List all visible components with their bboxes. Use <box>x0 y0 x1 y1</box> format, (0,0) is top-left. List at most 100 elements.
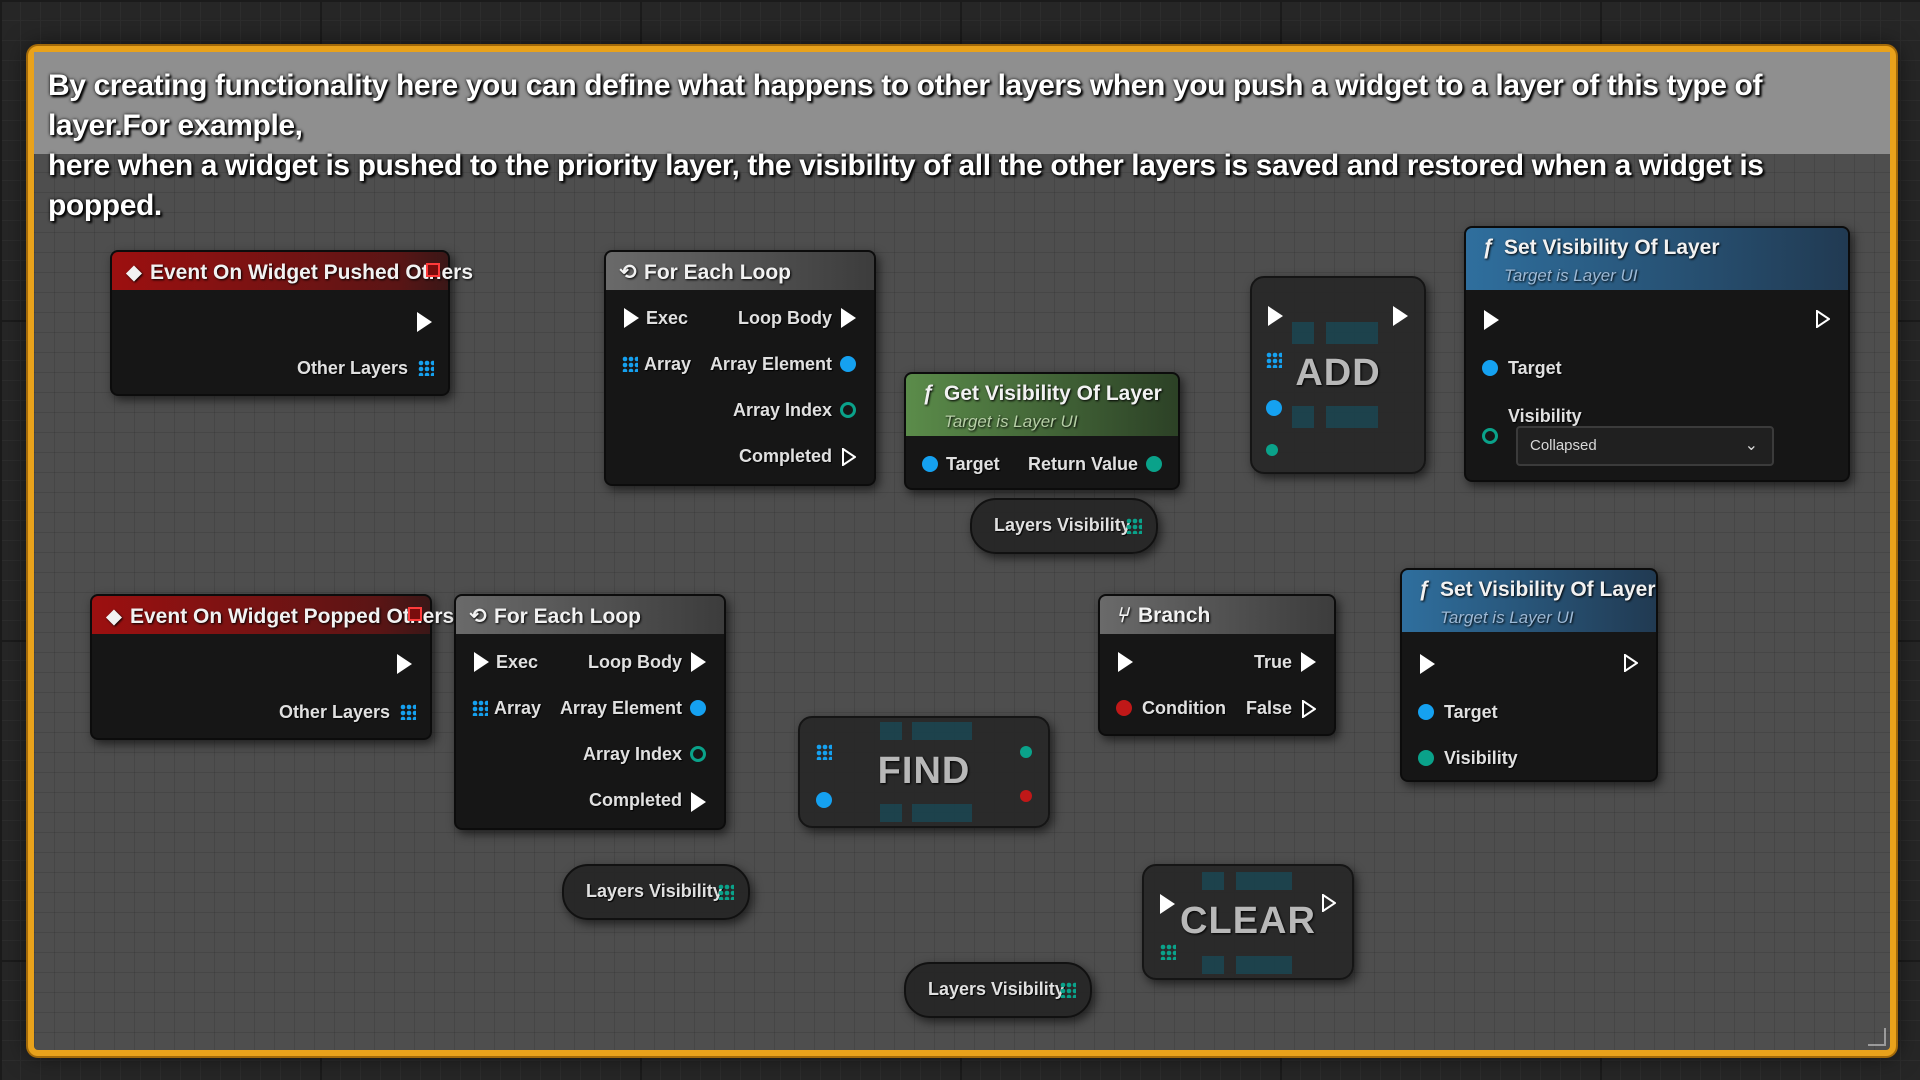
array-grid-icon[interactable] <box>1160 944 1176 960</box>
comment-box[interactable]: By creating functionality here you can d… <box>28 46 1896 1056</box>
false-pin-icon[interactable] <box>1302 700 1316 718</box>
add-deco <box>1292 322 1314 344</box>
event-pushed-node[interactable]: ◆Event On Widget Pushed Others Other Lay… <box>110 250 473 396</box>
exec-out-pin[interactable] <box>397 654 412 674</box>
branch-node[interactable]: ⑂Branch Condition True False <box>1098 594 1336 736</box>
visibility-pin[interactable] <box>1418 750 1434 766</box>
array-grid-icon[interactable] <box>718 884 734 900</box>
array-grid-icon[interactable] <box>400 704 416 720</box>
find-deco <box>880 722 902 740</box>
array-grid-icon[interactable] <box>622 356 638 372</box>
layers-visibility-label: Layers Visibility <box>586 881 723 901</box>
exec-in-pin[interactable] <box>624 308 639 328</box>
array-element-pin[interactable] <box>840 356 856 372</box>
function-f-icon: ƒ <box>1418 578 1430 601</box>
exec-in-pin[interactable] <box>1160 894 1175 914</box>
comment-text[interactable]: By creating functionality here you can d… <box>34 52 1890 222</box>
delegate-pin-icon[interactable] <box>426 263 440 277</box>
array-grid-icon[interactable] <box>418 360 434 376</box>
exec-in-pin[interactable] <box>1118 652 1133 672</box>
found-bool-pin[interactable] <box>1020 790 1032 802</box>
target-pin[interactable] <box>1482 360 1498 376</box>
clear-deco <box>1236 872 1292 890</box>
event-pushed-title: Event On Widget Pushed Others <box>150 261 474 284</box>
exec-label: Exec <box>646 308 689 328</box>
array-element-pin[interactable] <box>690 700 706 716</box>
target-pin[interactable] <box>1418 704 1434 720</box>
exec-out-pin-icon[interactable] <box>1816 310 1830 328</box>
foreach-bottom-node[interactable]: ⟲For Each Loop Exec Array Loop Body Arra… <box>454 594 726 830</box>
return-value-pin[interactable] <box>1146 456 1162 472</box>
array-index-pin[interactable] <box>840 402 856 418</box>
target-label: Target <box>1508 358 1562 378</box>
array-index-label: Array Index <box>732 400 832 420</box>
delegate-pin-icon[interactable] <box>408 607 422 621</box>
return-value-label: Return Value <box>1027 454 1138 474</box>
exec-out-pin-icon[interactable] <box>1322 894 1336 912</box>
set-visibility-top-title: Set Visibility Of Layer <box>1504 236 1720 259</box>
add-deco <box>1292 406 1314 428</box>
visibility-dropdown-value: Collapsed <box>1530 437 1597 454</box>
completed-label: Completed <box>738 446 832 466</box>
item-pin[interactable] <box>1266 400 1282 416</box>
layers-visibility-var[interactable]: Layers Visibility <box>970 498 1158 554</box>
event-pushed-header[interactable]: ◆Event On Widget Pushed Others <box>112 252 473 290</box>
visibility-dropdown[interactable]: Collapsed ⌄ <box>1516 426 1774 466</box>
array-grid-icon[interactable] <box>816 744 832 760</box>
exec-in-pin[interactable] <box>1484 310 1499 330</box>
visibility-pin[interactable] <box>1482 428 1498 444</box>
loop-body-pin[interactable] <box>691 652 706 672</box>
add-node[interactable]: ADD <box>1250 276 1426 474</box>
condition-label: Condition <box>1142 698 1226 718</box>
array-grid-icon[interactable] <box>472 700 488 716</box>
event-popped-title: Event On Widget Popped Others <box>130 605 455 628</box>
exec-in-pin[interactable] <box>1420 654 1435 674</box>
layers-visibility-label: Layers Visibility <box>928 979 1065 999</box>
array-element-label: Array Element <box>559 698 682 718</box>
exec-out-pin-icon[interactable] <box>1624 654 1638 672</box>
array-index-pin[interactable] <box>690 746 706 762</box>
index-out-pin[interactable] <box>1266 444 1278 456</box>
event-popped-header[interactable]: ◆Event On Widget Popped Others <box>92 596 454 634</box>
event-popped-node[interactable]: ◆Event On Widget Popped Others Other Lay… <box>90 594 454 740</box>
loop-body-pin[interactable] <box>841 308 856 328</box>
branch-header[interactable]: ⑂Branch <box>1100 596 1334 634</box>
target-pin[interactable] <box>922 456 938 472</box>
other-layers-label: Other Layers <box>278 702 390 722</box>
true-pin[interactable] <box>1301 652 1316 672</box>
index-out-pin[interactable] <box>1020 746 1032 758</box>
visibility-label: Visibility <box>1508 406 1582 426</box>
foreach-top-node[interactable]: ⟲For Each Loop Exec Array Loop Body Arra… <box>604 250 876 486</box>
branch-icon: ⑂ <box>1115 604 1129 627</box>
find-deco <box>912 722 972 740</box>
exec-in-pin[interactable] <box>474 652 489 672</box>
foreach-bottom-header[interactable]: ⟲For Each Loop <box>456 596 724 634</box>
chevron-down-icon: ⌄ <box>1744 437 1758 454</box>
clear-node[interactable]: CLEAR <box>1142 864 1354 980</box>
completed-label: Completed <box>588 790 682 810</box>
loop-icon: ⟲ <box>619 261 637 284</box>
array-grid-icon[interactable] <box>1266 352 1282 368</box>
foreach-top-header[interactable]: ⟲For Each Loop <box>606 252 874 290</box>
array-grid-icon[interactable] <box>1060 982 1076 998</box>
item-pin[interactable] <box>816 792 832 808</box>
find-node[interactable]: FIND <box>798 716 1050 828</box>
exec-out-pin[interactable] <box>417 312 432 332</box>
find-deco <box>912 804 972 822</box>
completed-pin-icon[interactable] <box>842 448 856 466</box>
exec-in-pin[interactable] <box>1268 306 1283 326</box>
resize-grip-icon[interactable] <box>1868 1028 1886 1046</box>
layers-visibility-var[interactable]: Layers Visibility <box>562 864 750 920</box>
condition-pin[interactable] <box>1116 700 1132 716</box>
true-label: True <box>1253 652 1292 672</box>
exec-out-pin[interactable] <box>1393 306 1408 326</box>
array-grid-icon[interactable] <box>1126 518 1142 534</box>
layers-visibility-var[interactable]: Layers Visibility <box>904 962 1092 1018</box>
completed-pin[interactable] <box>691 792 706 812</box>
